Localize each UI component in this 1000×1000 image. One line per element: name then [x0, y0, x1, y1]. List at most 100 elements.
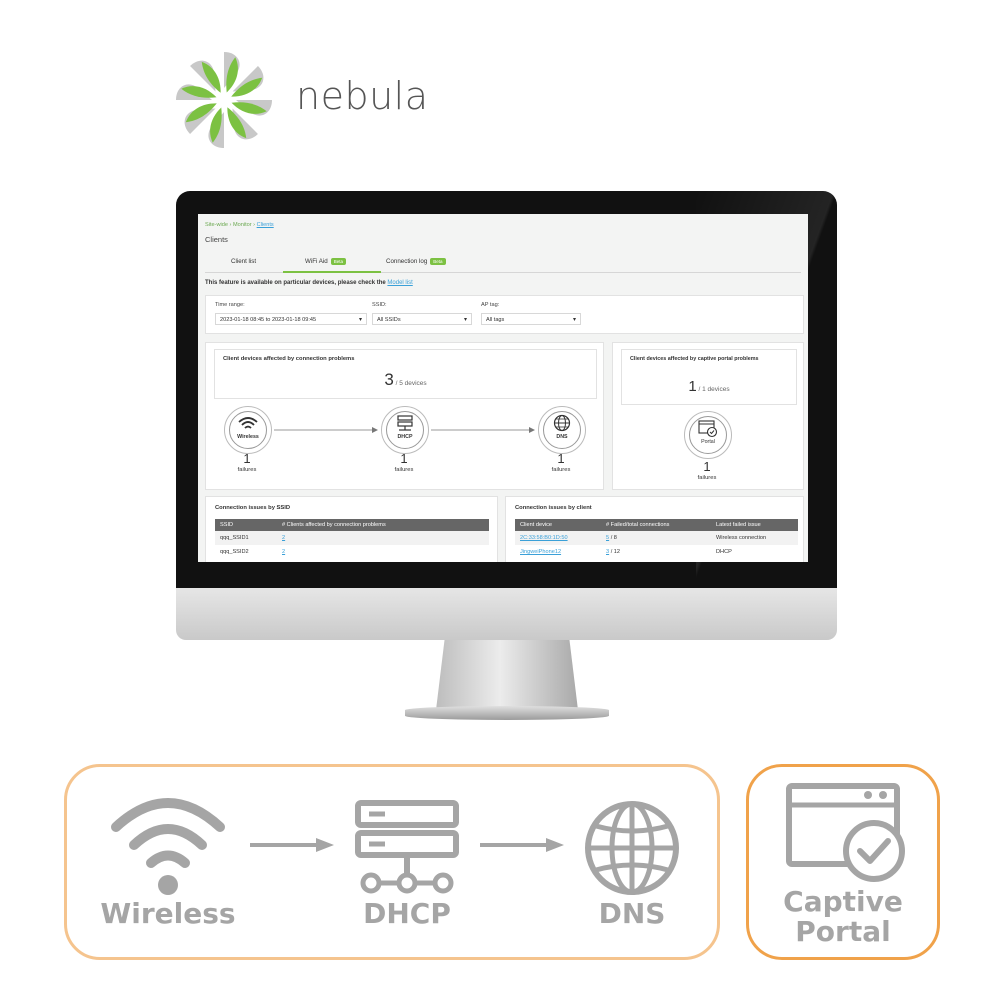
- server-icon: [355, 800, 459, 894]
- dhcp-step-label: DHCP: [397, 434, 413, 440]
- portal-total-devices: / 1 devices: [698, 386, 730, 393]
- breadcrumb: Site-wide › Monitor › Clients: [205, 222, 274, 228]
- ssid-issues-card: Connection issues by SSID SSID # Clients…: [205, 496, 498, 562]
- affected-clients-link[interactable]: 2: [282, 549, 286, 555]
- dhcp-failures-label: failures: [394, 467, 414, 473]
- brand-name: nebula: [296, 74, 429, 118]
- portal-summary: Client devices affected by captive porta…: [621, 349, 797, 405]
- chevron-down-icon: ▾: [572, 317, 576, 323]
- app-screen: Site-wide › Monitor › Clients Clients Cl…: [198, 214, 808, 562]
- dns-failures-label: failures: [551, 467, 571, 473]
- client-issues-card: Connection issues by client Client devic…: [505, 496, 804, 562]
- portal-legend-label: Portal: [795, 915, 891, 948]
- connection-count: 3 / 5 devices: [215, 370, 596, 390]
- column-header[interactable]: Latest failed issue: [711, 519, 798, 531]
- total-connections: / 8: [610, 535, 617, 541]
- table-row: JingweiPhone12 3 / 12 DHCP: [515, 545, 798, 559]
- ssid-value: All SSIDs: [377, 317, 401, 323]
- chevron-down-icon: ▾: [358, 317, 362, 323]
- portal-failures: 1: [703, 459, 711, 474]
- client-table: Client device # Failed/total connections…: [515, 519, 798, 559]
- time-range-select[interactable]: 2023-01-18 08:45 to 2023-01-18 09:45 ▾: [215, 313, 367, 325]
- monitor-foot: [405, 706, 609, 720]
- dns-step-label: DNS: [556, 434, 568, 440]
- wifi-icon: [111, 798, 225, 895]
- model-list-link[interactable]: Model list: [387, 280, 413, 286]
- captive-legend-label: Captive: [783, 885, 903, 918]
- total-devices: / 5 devices: [395, 380, 427, 387]
- nebula-logo-icon: [176, 52, 272, 148]
- affected-count: 3: [384, 370, 394, 389]
- breadcrumb-path[interactable]: Site-wide › Monitor ›: [205, 222, 257, 228]
- wireless-step-label: Wireless: [237, 434, 259, 440]
- connection-problems-panel: Client devices affected by connection pr…: [205, 342, 604, 490]
- ssid-label: SSID:: [372, 302, 387, 308]
- column-header[interactable]: # Failed/total connections: [601, 519, 711, 531]
- portal-affected-count: 1: [688, 378, 697, 395]
- latest-issue-cell: Wireless connection: [711, 531, 798, 545]
- dhcp-step[interactable]: DHCP: [381, 406, 429, 454]
- monitor-chin: [176, 588, 837, 640]
- arrow-icon: [480, 838, 564, 852]
- wireless-failures: 1: [243, 451, 251, 466]
- tab-client-list[interactable]: Client list: [231, 258, 256, 265]
- wireless-failures-label: failures: [237, 467, 257, 473]
- table-header: SSID # Clients affected by connection pr…: [215, 519, 489, 531]
- table-row: qqq_SSID1 2: [215, 531, 489, 545]
- chevron-down-icon: ▾: [463, 317, 467, 323]
- ap-tag-value: All tags: [486, 317, 505, 323]
- page-title: Clients: [205, 235, 228, 244]
- portal-icon: [786, 783, 905, 882]
- ssid-cell: qqq_SSID1: [215, 531, 277, 545]
- portal-failures-label: failures: [697, 475, 717, 481]
- wireless-step[interactable]: Wireless: [224, 406, 272, 454]
- portal-step[interactable]: Portal: [684, 411, 732, 459]
- globe-icon: [553, 414, 571, 432]
- portal-count: 1 / 1 devices: [622, 378, 796, 395]
- column-header[interactable]: SSID: [215, 519, 277, 531]
- dns-step[interactable]: DNS: [538, 406, 586, 454]
- tab-label: Connection log: [386, 258, 428, 265]
- client-table-title: Connection issues by client: [515, 505, 592, 511]
- time-range-label: Time range:: [215, 302, 245, 308]
- feature-notice: This feature is available on particular …: [205, 280, 413, 286]
- captive-portal-legend: [746, 764, 940, 960]
- failed-connections-link[interactable]: 3: [606, 549, 610, 555]
- client-device-link[interactable]: 2C:33:58:B0:1D:50: [520, 535, 568, 541]
- active-tab-indicator: [283, 271, 381, 273]
- failed-connections-link[interactable]: 5: [606, 535, 610, 541]
- server-icon: [397, 415, 413, 431]
- dhcp-failures: 1: [400, 451, 408, 466]
- connection-panel-title: Client devices affected by connection pr…: [223, 356, 355, 362]
- wifi-icon: [238, 417, 258, 429]
- affected-clients-link[interactable]: 2: [282, 535, 286, 541]
- ssid-table: SSID # Clients affected by connection pr…: [215, 519, 489, 559]
- table-header: Client device # Failed/total connections…: [515, 519, 798, 531]
- beta-badge: Beta: [330, 258, 346, 265]
- wireless-legend-label: Wireless: [100, 897, 236, 930]
- client-device-link[interactable]: JingweiPhone12: [520, 549, 562, 555]
- arrow-icon: [431, 427, 535, 433]
- dns-failures: 1: [557, 451, 565, 466]
- dns-legend-label: DNS: [598, 897, 666, 930]
- ssid-cell: qqq_SSID2: [220, 549, 249, 555]
- time-range-value: 2023-01-18 08:45 to 2023-01-18 09:45: [220, 317, 317, 323]
- ssid-select[interactable]: All SSIDs ▾: [372, 313, 472, 325]
- table-row: 2C:33:58:B0:1D:50 5 / 8 Wireless connect…: [515, 531, 798, 545]
- notice-text: This feature is available on particular …: [205, 280, 388, 286]
- filter-bar: Time range: 2023-01-18 08:45 to 2023-01-…: [205, 295, 804, 334]
- table-row: qqq_SSID2 2: [215, 545, 489, 559]
- arrow-icon: [250, 838, 334, 852]
- portal-panel-title: Client devices affected by captive porta…: [630, 356, 759, 362]
- column-header[interactable]: Client device: [515, 519, 601, 531]
- dhcp-legend-label: DHCP: [363, 897, 451, 930]
- total-connections: / 12: [610, 549, 621, 555]
- column-header[interactable]: # Clients affected by connection problem…: [277, 519, 489, 531]
- tab-label: Client list: [231, 258, 257, 265]
- ap-tag-select[interactable]: All tags ▾: [481, 313, 581, 325]
- monitor-stand: [436, 640, 578, 710]
- breadcrumb-current[interactable]: Clients: [256, 222, 274, 228]
